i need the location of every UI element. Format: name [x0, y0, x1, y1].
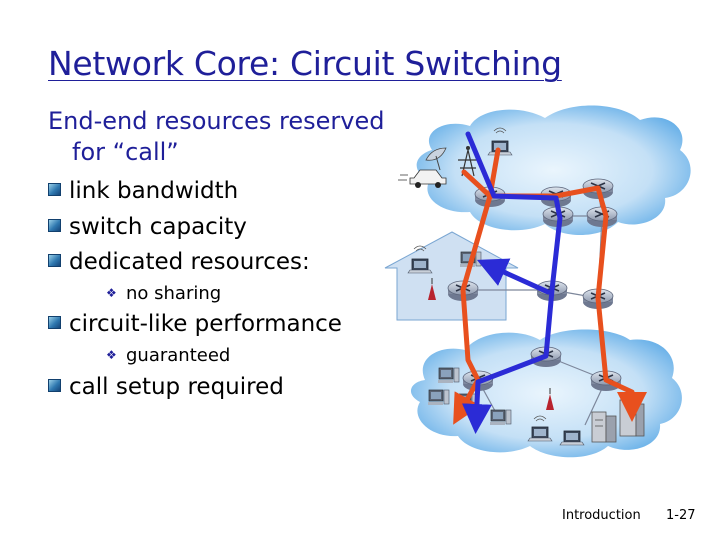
pc-icon: [427, 389, 450, 406]
pc-icon: [489, 409, 512, 426]
bullet-item: link bandwidth: [48, 177, 238, 205]
footer-label: Introduction: [562, 508, 641, 523]
bullet-text: dedicated resources:: [69, 249, 310, 275]
sub-bullet-item: ❖ no sharing: [106, 281, 221, 306]
square-bullet-icon: [48, 219, 61, 232]
page-number: 1-27: [666, 508, 696, 523]
car-icon: [398, 169, 447, 188]
home-network-icon: [384, 231, 519, 321]
diamond-bullet-icon: ❖: [106, 348, 117, 362]
circuit-path-blue-2: [476, 258, 551, 295]
diamond-bullet-icon: ❖: [106, 286, 117, 300]
bullet-item: circuit-like performance: [48, 310, 342, 338]
bullet-item: dedicated resources:: [48, 248, 310, 276]
slide-title: Network Core: Circuit Switching: [48, 44, 562, 83]
square-bullet-icon: [48, 183, 61, 196]
square-bullet-icon: [48, 254, 61, 267]
intro-line-2: for “call”: [72, 138, 179, 166]
bullet-text: link bandwidth: [69, 178, 239, 204]
square-bullet-icon: [48, 316, 61, 329]
wireless-access-point-icon: [546, 388, 554, 410]
sub-bullet-item: ❖ guaranteed: [106, 343, 230, 368]
satellite-dish-icon: [425, 147, 447, 171]
bullet-item: switch capacity: [48, 213, 247, 241]
sub-bullet-text: guaranteed: [126, 345, 231, 366]
intro-line-1: End-end resources reserved: [48, 107, 385, 135]
pc-icon: [437, 367, 460, 384]
bullet-text: call setup required: [69, 374, 284, 400]
wireless-access-point-icon: [428, 278, 436, 300]
bullet-item: call setup required: [48, 373, 284, 401]
bullet-text: switch capacity: [69, 214, 247, 240]
bullet-text: circuit-like performance: [69, 311, 342, 337]
wireless-tower-icon: [458, 146, 478, 177]
square-bullet-icon: [48, 379, 61, 392]
server-icon: [591, 411, 617, 443]
sub-bullet-text: no sharing: [126, 283, 222, 304]
circuit-path-blue: [461, 131, 563, 434]
intro-text: End-end resources reserved for “call”: [48, 106, 428, 168]
